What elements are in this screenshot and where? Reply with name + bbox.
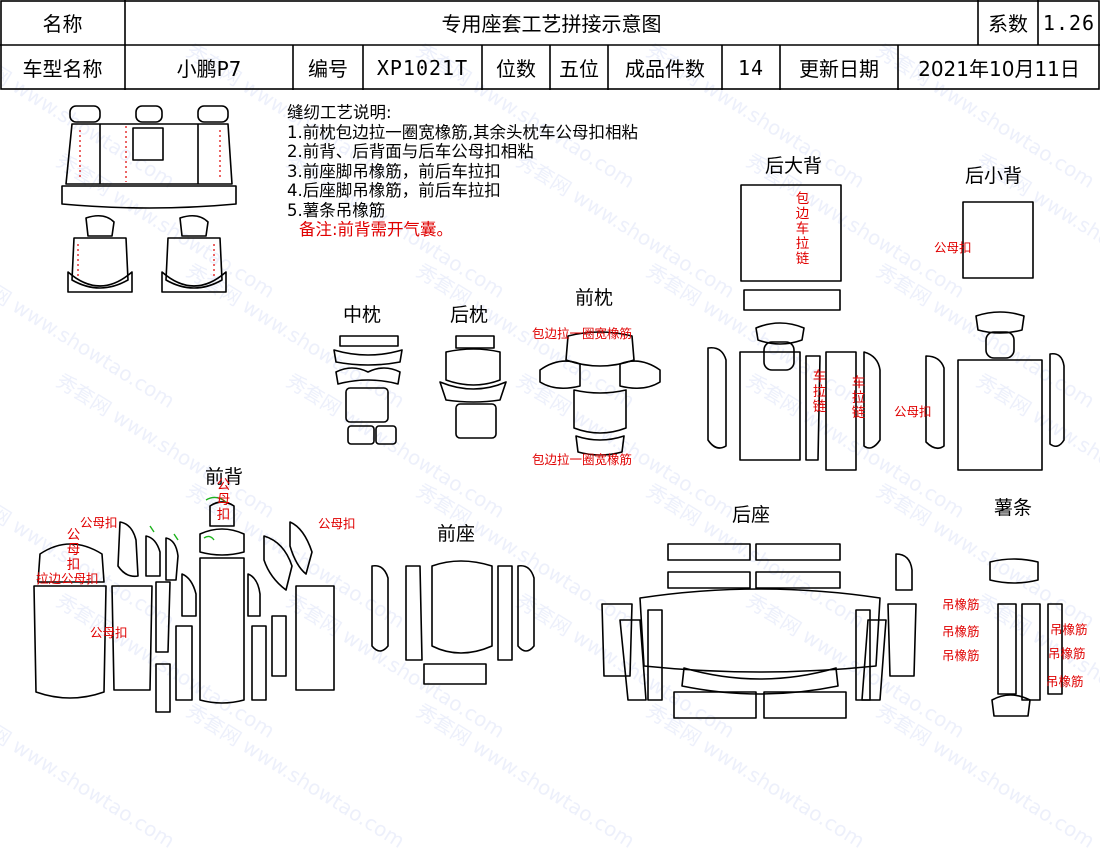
page-title: 专用座套工艺拼接示意图	[441, 12, 662, 36]
annotation-zip-edge: 拉边公母扣	[36, 571, 99, 586]
annotation-hang-band: 吊橡筋	[1050, 622, 1088, 637]
seat-value: 五位	[559, 57, 599, 81]
annotation-hang-band: 吊橡筋	[1046, 674, 1084, 689]
note-line: 3.前座脚吊橡筋，前后车拉扣	[287, 161, 501, 181]
annotation-hang-band: 吊橡筋	[1048, 646, 1086, 661]
code-label: 编号	[308, 57, 348, 81]
annotation-snap: 公母扣	[90, 625, 128, 640]
coef-value: 1.26	[1042, 10, 1096, 35]
strip-pattern	[989, 558, 1063, 717]
header-table: 名称 专用座套工艺拼接示意图 系数 1.26 车型名称 小鹏P7 编号 XP10…	[0, 0, 1100, 90]
label-strip: 薯条	[994, 497, 1033, 519]
label-front-back: 前背	[205, 466, 244, 488]
mid-pillow-pattern	[333, 335, 403, 445]
annotation-snap: 公母扣	[894, 404, 932, 419]
annotation-vertical-car-zip: 车拉链	[812, 369, 827, 415]
pieces-value: 14	[737, 55, 765, 80]
rear-big-back-pattern	[707, 184, 881, 471]
label-rear-big-back: 后大背	[765, 155, 823, 177]
annotation-edge-band-bottom: 包边拉一圈宽橡筋	[532, 452, 633, 467]
front-seat-pattern	[371, 560, 535, 685]
annotation-vertical-snap: 公母扣	[66, 527, 81, 573]
overview-rear-bench	[61, 105, 237, 209]
annotation-snap: 公母扣	[80, 515, 118, 530]
note-line: 1.前枕包边拉一圈宽橡筋,其余头枕车公母扣相粘	[287, 122, 638, 142]
pieces-label: 成品件数	[625, 57, 705, 81]
remark: 备注:前背需开气囊。	[299, 220, 454, 239]
note-line: 5.薯条吊橡筋	[287, 200, 386, 220]
date-value: 2021年10月11日	[918, 57, 1080, 81]
date-label: 更新日期	[799, 57, 879, 81]
note-line: 4.后座脚吊橡筋，前后车拉扣	[287, 181, 501, 200]
front-back-pattern	[33, 501, 335, 713]
label-front-seat: 前座	[437, 523, 476, 545]
front-pillow-pattern	[539, 331, 661, 456]
pattern-drawing	[33, 105, 1065, 719]
code-value: XP1021T	[376, 55, 469, 80]
annotation-hang-band: 吊橡筋	[942, 597, 980, 612]
header-grid	[0, 0, 1100, 90]
overview-red-marks	[77, 126, 221, 276]
coef-label: 系数	[988, 12, 1028, 36]
note-line: 2.前背、后背面与后车公母扣相粘	[287, 142, 534, 161]
annotation-snap: 公母扣	[318, 516, 356, 531]
label-mid-pillow: 中枕	[343, 304, 382, 326]
label-rear-small-back: 后小背	[965, 165, 1023, 187]
label-rear-pillow: 后枕	[450, 304, 489, 326]
name-label: 名称	[42, 12, 83, 36]
annotation-vertical-car-zip: 车拉链	[851, 375, 866, 421]
sewing-notes: 缝纫工艺说明: 1.前枕包边拉一圈宽橡筋,其余头枕车公母扣相粘 2.前背、后背面…	[287, 103, 638, 240]
rear-small-back-pattern	[925, 201, 1065, 471]
annotation-hang-band: 吊橡筋	[942, 648, 980, 663]
annotation-vertical-snap: 公母扣	[216, 477, 231, 523]
annotation-edge-band-top: 包边拉一圈宽橡筋	[532, 326, 633, 341]
annotation-snap: 公母扣	[934, 240, 972, 255]
model-value: 小鹏P7	[176, 57, 242, 81]
rear-seat-pattern	[601, 543, 917, 719]
label-front-pillow: 前枕	[575, 287, 614, 309]
label-rear-seat: 后座	[732, 504, 771, 526]
front-back-snap-marks	[149, 496, 227, 541]
rear-pillow-pattern	[439, 335, 507, 439]
notes-title: 缝纫工艺说明:	[287, 103, 392, 122]
model-label: 车型名称	[22, 57, 103, 81]
annotation-vertical-edge-zip: 包边车拉链	[795, 191, 810, 267]
annotation-hang-band: 吊橡筋	[942, 624, 980, 639]
overview-front-seats	[67, 214, 227, 293]
seat-label: 位数	[496, 57, 536, 81]
